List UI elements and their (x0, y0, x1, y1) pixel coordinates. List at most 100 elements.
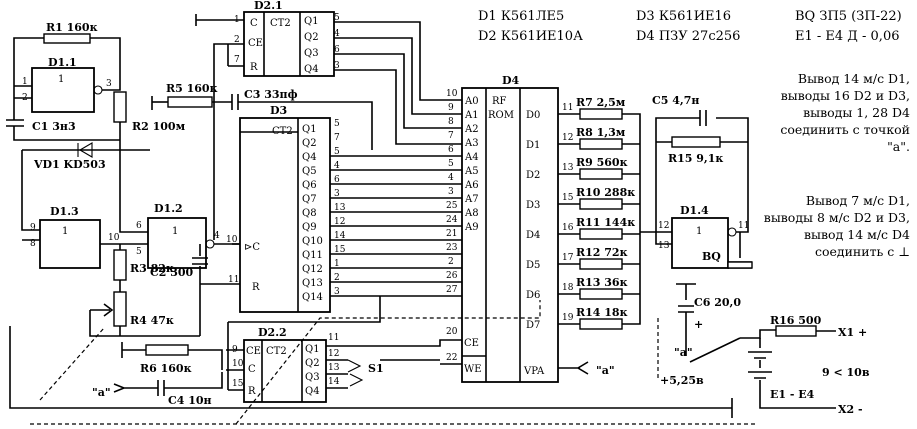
pin-label: 12 (328, 349, 339, 359)
label-r1: R1 160к (46, 21, 98, 34)
svg-text:D3: D3 (526, 200, 540, 211)
svg-text:3: 3 (334, 287, 340, 297)
svg-text:5: 5 (334, 119, 340, 129)
svg-text:7: 7 (448, 131, 454, 141)
pin-label: 13 (658, 241, 670, 251)
svg-text:21: 21 (446, 229, 457, 239)
pin-label: 4 (334, 29, 340, 39)
svg-text:Q8: Q8 (302, 208, 317, 219)
label-r2: R2 100м (132, 120, 186, 133)
gate-d1-3 (39, 219, 101, 269)
svg-text:4: 4 (448, 173, 454, 183)
svg-text:Q10: Q10 (302, 236, 323, 247)
svg-text:A5: A5 (464, 166, 479, 177)
label-r8: R8 1,3м (576, 126, 626, 139)
pin-name: R (250, 62, 258, 73)
svg-text:A3: A3 (464, 138, 479, 149)
svg-text:16: 16 (562, 223, 574, 233)
ladder-bus (622, 113, 641, 325)
terminal-a-input: "а" (92, 386, 111, 399)
label-e: E1 - E4 (770, 388, 815, 401)
pin-label: 14 (328, 377, 340, 387)
label-r7: R7 2,5м (576, 96, 626, 109)
pin-label: 12 (658, 221, 669, 231)
pin-label: 6 (136, 221, 142, 231)
pin-name: Q1 (304, 16, 319, 27)
wire (558, 113, 580, 325)
pin-name: ROM (488, 110, 514, 121)
svg-text:26: 26 (446, 271, 458, 281)
pin-label: 10 (108, 233, 120, 243)
chip-d4 (461, 87, 559, 383)
resistor-r15 (671, 136, 721, 148)
label-c5: C5 4,7н (652, 94, 699, 107)
wire (226, 296, 381, 391)
label-r3: R3 82к (130, 262, 174, 275)
capacitor-c6 (676, 283, 696, 356)
label-r5: R5 160к (166, 82, 218, 95)
svg-text:2: 2 (334, 273, 340, 283)
legend-d2: D2 К561ИЕ10А (478, 29, 583, 44)
capacitor-c4 (113, 372, 223, 396)
legend-e: E1 - E4 Д - 0,06 (795, 29, 899, 44)
pin-label: 4 (214, 231, 220, 241)
pin-name: C (248, 364, 256, 375)
chip-d3 (239, 117, 331, 313)
svg-text:Q4: Q4 (302, 152, 317, 163)
legend-d4: D4 ПЗУ 27с256 (636, 29, 740, 44)
svg-text:8: 8 (448, 117, 454, 127)
dashed-lines (30, 300, 758, 425)
svg-text:A0: A0 (464, 96, 479, 107)
wire (13, 126, 120, 141)
chip-divider (263, 12, 301, 76)
wire (14, 85, 32, 99)
svg-text:13: 13 (562, 163, 574, 173)
label-r15: R15 9,1к (668, 152, 723, 165)
svg-text:D5: D5 (526, 260, 540, 271)
svg-text:5: 5 (334, 147, 340, 157)
svg-text:Q9: Q9 (302, 222, 317, 233)
svg-text:22: 22 (446, 353, 457, 363)
note-ground: Вывод 7 м/с D1, выводы 8 м/с D2 и D3, вы… (763, 193, 910, 259)
label-c1: C1 3н3 (32, 120, 76, 133)
svg-text:23: 23 (446, 243, 458, 253)
label-c6: C6 20,0 (694, 296, 741, 309)
wire (558, 361, 589, 375)
inverter-bubble (205, 239, 215, 249)
label-r14: R14 18к (576, 306, 628, 319)
pin-label: 13 (328, 363, 340, 373)
pin-name: ⊳C (244, 242, 260, 253)
wire (21, 150, 148, 245)
wire (195, 14, 244, 240)
svg-text:2: 2 (448, 257, 454, 267)
chip-label-d22: D2.2 (258, 326, 287, 339)
svg-text:10: 10 (446, 89, 458, 99)
inverter-bubble (727, 227, 737, 237)
svg-text:Q13: Q13 (302, 278, 323, 289)
chip-label-d14: D1.4 (680, 204, 709, 217)
wire (326, 339, 462, 389)
svg-text:12: 12 (334, 217, 345, 227)
pin-label: 2 (234, 35, 240, 45)
svg-text:3: 3 (334, 189, 340, 199)
svg-text:7: 7 (334, 133, 340, 143)
pin-label: 3 (106, 79, 112, 89)
bus-wires (330, 155, 462, 297)
svg-text:D1: D1 (526, 140, 540, 151)
svg-text:Q5: Q5 (302, 166, 317, 177)
label-r6: R6 160к (140, 362, 192, 375)
switch-s1 (347, 359, 364, 387)
svg-text:D7: D7 (526, 320, 540, 331)
svg-text:Q12: Q12 (302, 264, 323, 275)
pin-name: Q1 (305, 344, 320, 355)
resistor-r5 (167, 96, 213, 108)
svg-text:A6: A6 (464, 180, 479, 191)
pin-label: 3 (334, 61, 340, 71)
pin-label: 11 (228, 275, 239, 285)
chip-divider (462, 88, 521, 382)
pin-name: Q4 (304, 64, 319, 75)
terminal-x2: X2 - (838, 403, 863, 416)
